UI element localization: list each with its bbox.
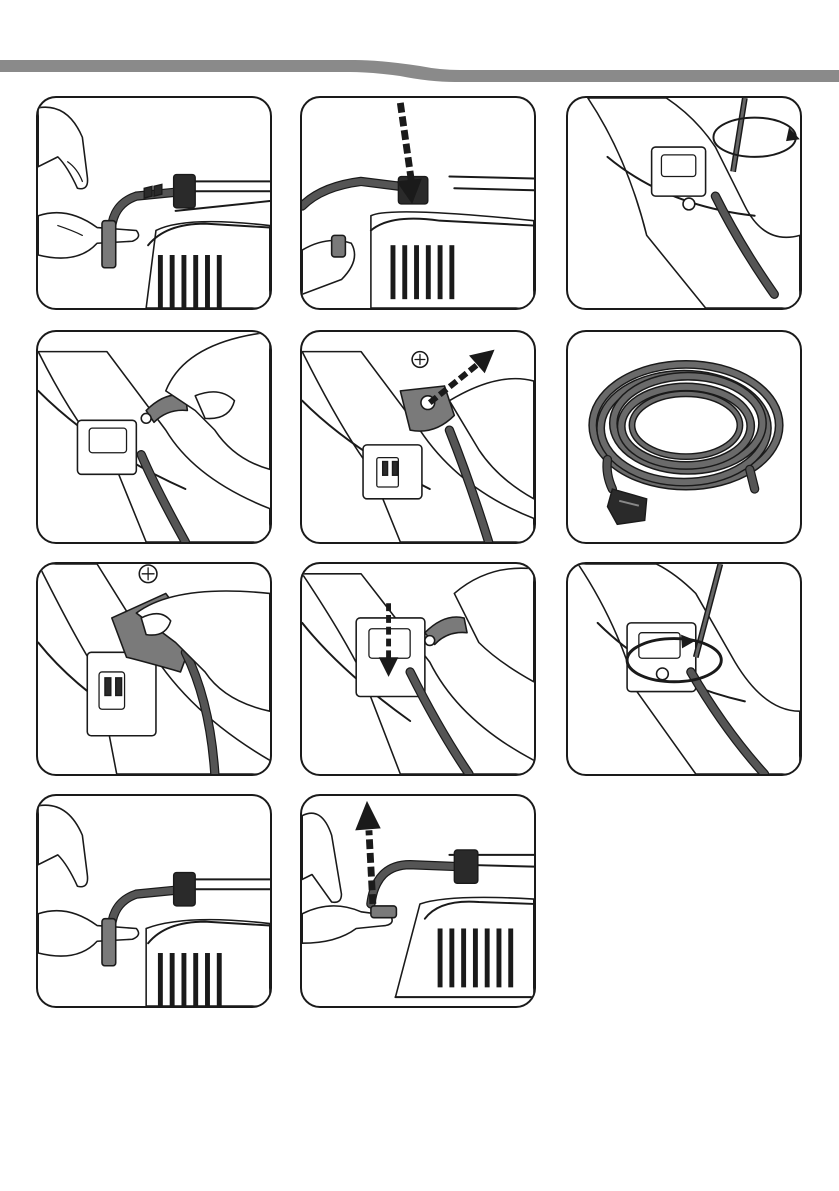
step-panel-3 bbox=[566, 96, 802, 310]
hand-icon bbox=[302, 235, 354, 294]
step-panel-2 bbox=[300, 96, 536, 310]
hand-icon bbox=[38, 805, 138, 966]
step-panel-9 bbox=[566, 562, 802, 776]
header-band bbox=[0, 0, 839, 90]
step-panel-10 bbox=[36, 794, 272, 1008]
motor-housing-icon bbox=[371, 177, 534, 308]
plug-icon bbox=[607, 489, 646, 524]
motor-housing-icon bbox=[146, 879, 270, 1006]
step-panel-4 bbox=[36, 330, 272, 544]
step-panel-6 bbox=[566, 330, 802, 544]
step-panel-7 bbox=[36, 562, 272, 776]
motor-housing-icon bbox=[146, 181, 270, 308]
step-panel-8 bbox=[300, 562, 536, 776]
step-panel-1 bbox=[36, 96, 272, 310]
screwdriver-icon bbox=[733, 98, 745, 172]
plug-connector-icon bbox=[371, 850, 478, 904]
hand-icon bbox=[166, 332, 270, 469]
step-panel-11 bbox=[300, 794, 536, 1008]
rotation-arrow-icon bbox=[713, 118, 799, 157]
cable-clamp-icon bbox=[425, 617, 467, 645]
hand-icon bbox=[38, 107, 138, 268]
step-panel-5 bbox=[300, 330, 536, 544]
